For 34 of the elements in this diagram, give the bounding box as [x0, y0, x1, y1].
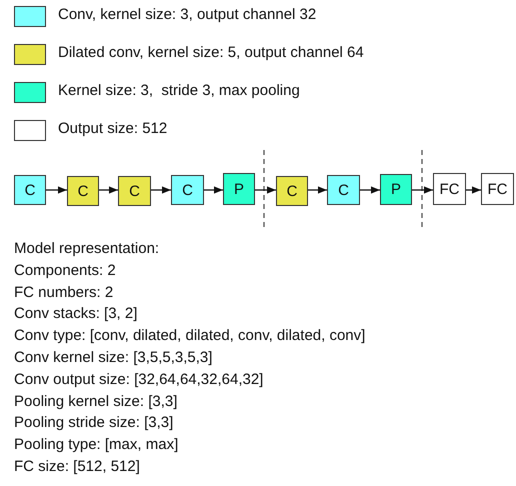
arrow: [204, 186, 223, 194]
arrow: [255, 186, 276, 194]
legend-text: Dilated conv, kernel size: 5, output channel 64: [58, 43, 364, 63]
fc-block: FC: [433, 173, 466, 205]
dilated-conv-block: C: [118, 176, 151, 206]
legend-text: Conv, kernel size: 3, output channel 32: [58, 5, 316, 25]
pooling-block: P: [380, 174, 412, 205]
text-line: FC size: [512, 512]: [14, 457, 140, 477]
arrow: [151, 186, 171, 194]
text-line: Conv output size: [32,64,64,32,64,32]: [14, 370, 264, 390]
text-line: FC numbers: 2: [14, 282, 114, 303]
text-line: Pooling stride size: [3,3]: [14, 413, 174, 434]
arrow: [466, 186, 481, 194]
conv-block: C: [327, 175, 360, 205]
dilated-conv-block: C: [276, 176, 308, 206]
conv-block: C: [14, 175, 46, 205]
dilated-conv-block: C: [67, 176, 99, 206]
text-line: Components: 2: [14, 260, 116, 281]
text-line: Conv type: [conv, dilated, dilated, conv, dilated, conv]: [14, 326, 366, 346]
legend-text: Output size: 512: [58, 119, 168, 139]
arrow: [360, 186, 380, 194]
arrow: [308, 186, 327, 194]
text-line: Conv kernel size: [3,5,5,3,5,3]: [14, 348, 212, 368]
section-heading: Model representation:: [14, 239, 160, 259]
text-line: Pooling type: [max, max]: [14, 435, 178, 456]
conv-block: C: [171, 175, 204, 205]
fc-block: FC: [481, 173, 514, 205]
legend-text: Kernel size: 3, stride 3, max pooling: [58, 81, 300, 101]
text-line: Pooling kernel size: [3,3]: [14, 392, 178, 412]
arrow: [46, 186, 67, 194]
arrow: [99, 186, 118, 194]
arrow: [412, 186, 433, 194]
pooling-block: P: [223, 173, 255, 205]
text-line: Conv stacks: [3, 2]: [14, 304, 138, 324]
